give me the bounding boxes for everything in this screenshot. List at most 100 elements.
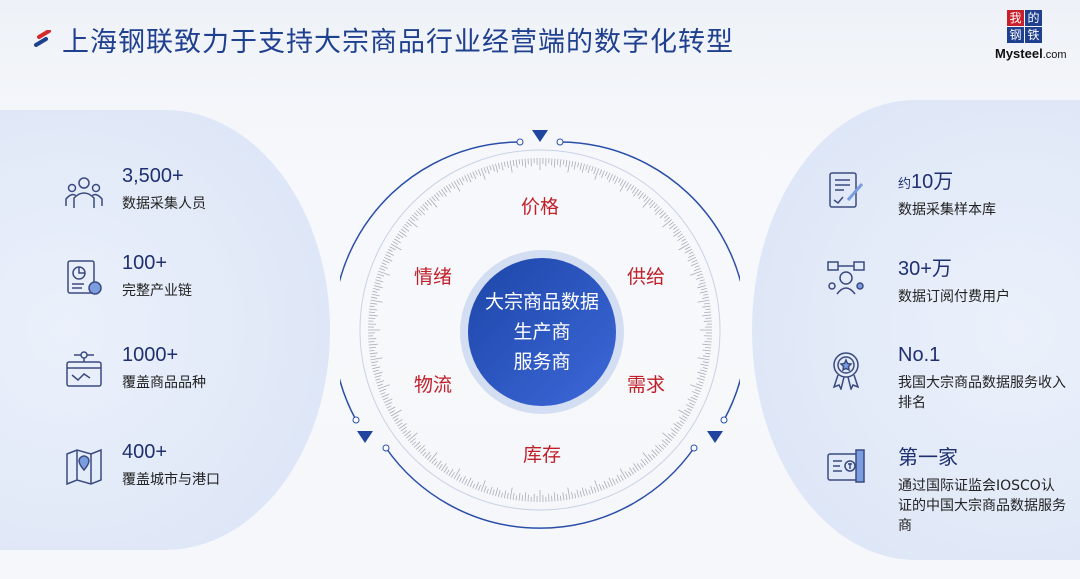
tick-mark [688,251,694,255]
tick-mark [489,165,492,171]
center-line: 服务商 [513,351,571,373]
tick-mark [383,256,393,262]
tick-mark [390,409,402,417]
triangle-marker-icon [357,431,373,443]
tick-mark [553,492,556,502]
chain-report-icon [67,260,102,295]
tick-mark [624,471,629,478]
tick-mark [668,223,676,230]
tick-mark [648,199,654,205]
tick-mark [415,445,421,450]
inner-ring [359,149,721,511]
tick-mark [611,478,616,485]
left-background-circle [0,110,330,550]
tick-mark [407,432,418,441]
tick-mark [632,467,637,473]
tick-mark [679,420,685,425]
tick-mark [451,182,456,189]
data-ring-diagram [340,130,740,529]
tick-mark [676,421,683,427]
tick-mark [565,160,568,168]
tick-mark [498,490,501,497]
tick-mark [495,487,499,497]
tick-mark [472,483,476,489]
tick-mark [556,494,559,502]
tick-mark [693,267,701,272]
tick-mark [466,173,472,183]
tick-mark [422,451,427,457]
tick-mark [691,259,698,263]
tick-mark [451,472,455,478]
stat-commodities: 1000+ 覆盖商品品种 [122,344,206,393]
tick-mark [603,480,608,489]
logo-cell: 的 [1025,10,1042,26]
tick-mark [690,384,702,390]
tick-mark [369,308,378,311]
tick-mark [668,221,674,226]
triangle-marker-icon [707,431,723,443]
tick-mark [678,409,690,417]
tick-mark [687,408,693,412]
tick-mark [616,474,622,483]
tick-mark [559,495,562,501]
triangle-marker-icon [532,130,548,142]
tick-mark [377,273,385,277]
tick-mark [587,165,591,174]
arc-node [516,138,524,146]
tick-mark [664,216,671,223]
tick-mark [697,357,710,361]
tick-mark [373,288,380,291]
tick-mark [492,164,495,172]
tick-mark [677,233,683,238]
tick-mark [375,279,384,283]
tick-mark [413,212,419,217]
stat-value: 第一家 [898,447,958,469]
tick-mark [382,397,389,401]
stat-label: 覆盖城市与港口 [122,472,220,488]
tick-mark [667,433,674,439]
tick-mark [642,452,651,463]
tick-mark [604,171,608,177]
tick-mark [608,173,614,183]
arc-node [556,138,564,146]
tick-mark [562,492,565,501]
tick-mark [404,430,412,437]
tick-mark [466,477,472,487]
tick-mark [453,468,461,480]
tick-mark [498,163,501,170]
tick-mark [702,367,708,370]
tick-mark [515,495,518,501]
keyword-sentiment: 情绪 [414,266,453,288]
tick-mark [606,172,611,180]
stat-label: 通过国际证监会IOSCO认证的中国大宗商品数据服务商 [898,478,1066,534]
keyword-supply: 供给 [627,266,666,288]
tick-mark [379,388,387,393]
tick-mark [475,170,478,176]
tick-mark [619,468,627,480]
tick-mark [380,265,389,269]
tick-mark [418,208,426,216]
tick-mark [480,480,486,492]
tick-mark [443,187,448,193]
tick-mark [483,485,487,493]
tick-mark [705,346,712,349]
stat-value: No.1 [898,344,941,366]
stat-value: 100+ [122,252,168,274]
tick-mark [426,455,432,461]
tick-mark [647,454,654,461]
tick-mark [480,168,486,180]
tick-mark [654,205,660,212]
tick-mark [387,248,393,252]
tick-mark [693,394,699,398]
tick-mark [483,167,487,174]
tick-mark [703,302,710,305]
tick-mark [424,201,429,207]
arc-bottom [385,447,695,529]
stat-iosco: 第一家 通过国际证监会IOSCO认证的中国大宗商品数据服务商 [898,441,1066,536]
tick-mark [633,463,639,472]
tick-mark [406,434,412,439]
tick-mark [697,299,710,303]
tick-mark [594,168,600,180]
tick-mark [461,475,466,484]
tick-mark [441,188,447,197]
